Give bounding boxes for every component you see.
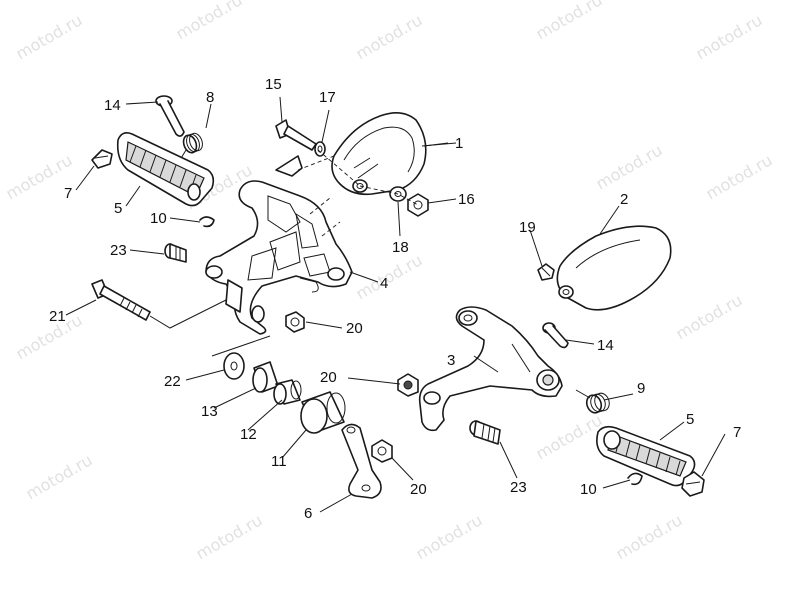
callout-14-right: 14 xyxy=(597,337,614,354)
callout-7-left: 7 xyxy=(64,185,72,202)
watermark: motod.ru xyxy=(173,0,246,43)
assembly-line xyxy=(297,155,335,171)
part-14-pin-left xyxy=(155,95,185,137)
part-10-clip-right xyxy=(627,472,643,486)
callout-2: 2 xyxy=(620,191,628,208)
part-19-screw xyxy=(537,263,555,281)
part-13-bush xyxy=(252,361,279,393)
callout-9: 9 xyxy=(637,380,645,397)
watermark: motod.ru xyxy=(353,10,426,63)
assembly-line xyxy=(321,221,341,237)
callout-18: 18 xyxy=(392,239,409,256)
part-11-bushing xyxy=(300,391,346,434)
callout-4: 4 xyxy=(380,275,388,292)
part-6-link-plate xyxy=(341,423,382,499)
watermark: motod.ru xyxy=(693,10,766,63)
part-23-screw-right xyxy=(469,420,501,445)
part-20-nut-left xyxy=(285,311,305,333)
callout-19: 19 xyxy=(519,219,536,236)
part-7-stopper-right xyxy=(681,471,705,497)
callout-21: 21 xyxy=(49,308,66,325)
callout-labels: 1 2 3 4 5 5 6 7 7 8 9 10 10 11 12 13 14 … xyxy=(49,76,741,522)
assembly-line xyxy=(211,335,271,357)
watermark: motod.ru xyxy=(13,10,86,63)
watermark: motod.ru xyxy=(593,140,666,193)
part-20-nut-center xyxy=(371,439,393,463)
callout-14-left: 14 xyxy=(104,97,121,114)
part-3-bracket-right xyxy=(418,306,563,432)
callout-20-center: 20 xyxy=(410,481,427,498)
part-7-stopper-left xyxy=(91,149,113,169)
part-5-footpeg-left xyxy=(116,132,215,207)
part-22-washer xyxy=(223,352,245,380)
callout-7-right: 7 xyxy=(733,424,741,441)
callout-5-left: 5 xyxy=(114,200,122,217)
assembly-line xyxy=(359,185,419,206)
assembly-line xyxy=(309,197,331,215)
part-9-spring-right xyxy=(575,389,610,414)
watermark: motod.ru xyxy=(703,150,776,203)
callout-15: 15 xyxy=(265,76,282,93)
callout-11: 11 xyxy=(271,453,287,470)
callout-3: 3 xyxy=(447,352,455,369)
callout-10-right: 10 xyxy=(580,481,597,498)
watermark: motod.ru xyxy=(673,290,746,343)
watermark: motod.ru xyxy=(413,510,486,563)
callout-6: 6 xyxy=(304,505,312,522)
callout-17: 17 xyxy=(319,89,336,106)
callout-1: 1 xyxy=(455,135,463,152)
part-20-nut-right xyxy=(397,373,419,397)
watermark: motod.ru xyxy=(533,410,606,463)
part-17-washer xyxy=(314,141,326,157)
callout-22: 22 xyxy=(164,373,181,390)
callout-5-right: 5 xyxy=(686,411,694,428)
part-14-pin-right xyxy=(542,322,569,349)
callout-20-left: 20 xyxy=(346,320,363,337)
watermark: motod.ru xyxy=(193,510,266,563)
watermark: motod.ru xyxy=(613,510,686,563)
part-10-clip-left xyxy=(199,216,215,228)
part-23-screw-left xyxy=(164,243,187,263)
callout-23-right: 23 xyxy=(510,479,527,496)
assembly-line xyxy=(317,149,361,187)
callout-8: 8 xyxy=(206,89,214,106)
assembly-line xyxy=(149,299,227,329)
part-21-long-bolt xyxy=(91,279,151,321)
callout-12: 12 xyxy=(240,426,257,443)
part-4-bracket xyxy=(205,155,353,335)
callout-16: 16 xyxy=(458,191,475,208)
part-16-nut xyxy=(407,193,429,217)
part-1-heel-guard xyxy=(331,112,427,196)
callout-23-left: 23 xyxy=(110,242,127,259)
leader-lines xyxy=(65,96,726,513)
part-8-spring-left xyxy=(179,132,203,161)
part-15-bolt xyxy=(275,119,317,151)
watermark: motod.ru xyxy=(533,0,606,43)
part-12-sleeve xyxy=(273,379,302,405)
callout-13: 13 xyxy=(201,403,218,420)
callout-10-left: 10 xyxy=(150,210,167,227)
callout-20-right: 20 xyxy=(320,369,337,386)
part-2-heel-guard-right xyxy=(556,225,672,311)
part-5-footpeg-right xyxy=(596,425,696,487)
watermark: motod.ru xyxy=(23,450,96,503)
